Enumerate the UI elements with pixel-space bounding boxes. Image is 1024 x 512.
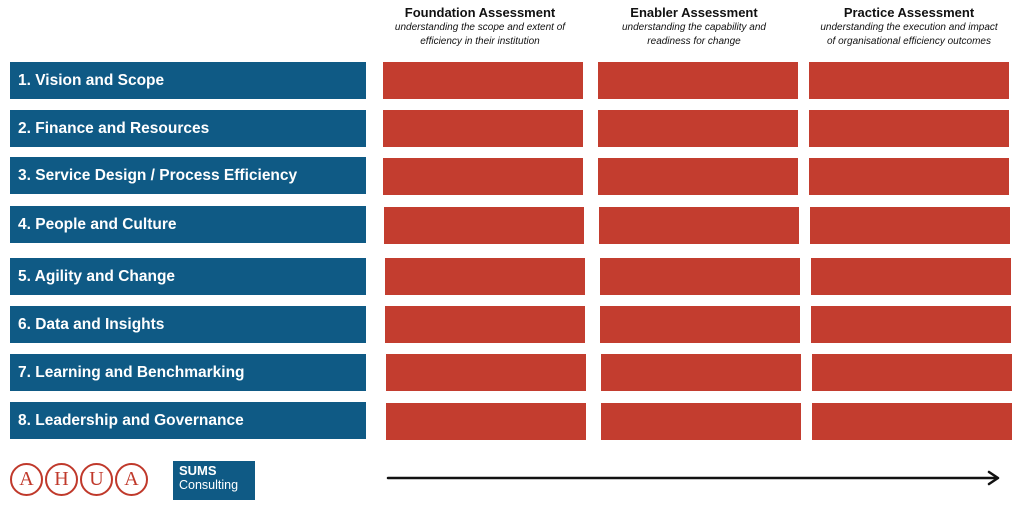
assessment-cell: [383, 110, 583, 147]
assessment-cell: [809, 62, 1009, 99]
row-label-vision-scope: 1. Vision and Scope: [10, 62, 366, 99]
assessment-cell: [383, 158, 583, 195]
assessment-cell: [601, 354, 801, 391]
column-header-foundation: Foundation Assessment understanding the …: [375, 5, 585, 49]
assessment-cell: [599, 207, 799, 244]
column-subtitle: efficiency in their institution: [420, 36, 540, 47]
row-label-learning-benchmarking: 7. Learning and Benchmarking: [10, 354, 366, 391]
assessment-cell: [601, 403, 801, 440]
ahua-letter: A: [115, 463, 148, 496]
column-header-enabler: Enabler Assessment understanding the cap…: [592, 5, 796, 49]
assessment-cell: [598, 110, 798, 147]
column-header-practice: Practice Assessment understanding the ex…: [798, 5, 1020, 49]
assessment-cell: [600, 306, 800, 343]
assessment-cell: [386, 403, 586, 440]
row-label-service-design: 3. Service Design / Process Efficiency: [10, 157, 366, 194]
ahua-letter: U: [80, 463, 113, 496]
column-subtitle: understanding the capability and: [622, 22, 766, 33]
ahua-letter: A: [10, 463, 43, 496]
sums-logo-line1: SUMS: [179, 463, 217, 478]
column-subtitle: understanding the execution and impact: [820, 22, 998, 33]
column-title: Enabler Assessment: [630, 5, 758, 20]
assessment-cell: [598, 62, 798, 99]
ahua-logo: A H U A: [10, 463, 148, 496]
assessment-cell: [809, 158, 1009, 195]
assessment-cell: [811, 258, 1011, 295]
assessment-cell: [383, 62, 583, 99]
sums-consulting-logo: SUMS Consulting: [173, 461, 255, 500]
sums-logo-line2: Consulting: [179, 478, 239, 492]
column-title: Foundation Assessment: [404, 5, 556, 20]
column-title: Practice Assessment: [843, 5, 975, 20]
row-label-people-culture: 4. People and Culture: [10, 206, 366, 243]
row-label-data-insights: 6. Data and Insights: [10, 306, 366, 343]
assessment-cell: [598, 158, 798, 195]
assessment-cell: [386, 354, 586, 391]
column-subtitle: of organisational efficiency outcomes: [827, 36, 991, 47]
assessment-cell: [809, 110, 1009, 147]
right-arrow-icon: [386, 470, 1000, 486]
assessment-cell: [810, 207, 1010, 244]
row-label-leadership-governance: 8. Leadership and Governance: [10, 402, 366, 439]
ahua-letter: H: [45, 463, 78, 496]
assessment-cell: [385, 306, 585, 343]
assessment-cell: [384, 207, 584, 244]
assessment-cell: [812, 354, 1012, 391]
column-subtitle: understanding the scope and extent of: [394, 22, 566, 33]
assessment-cell: [385, 258, 585, 295]
column-subtitle: readiness for change: [647, 36, 741, 47]
assessment-cell: [600, 258, 800, 295]
row-label-finance-resources: 2. Finance and Resources: [10, 110, 366, 147]
row-label-agility-change: 5. Agility and Change: [10, 258, 366, 295]
assessment-cell: [811, 306, 1011, 343]
assessment-cell: [812, 403, 1012, 440]
